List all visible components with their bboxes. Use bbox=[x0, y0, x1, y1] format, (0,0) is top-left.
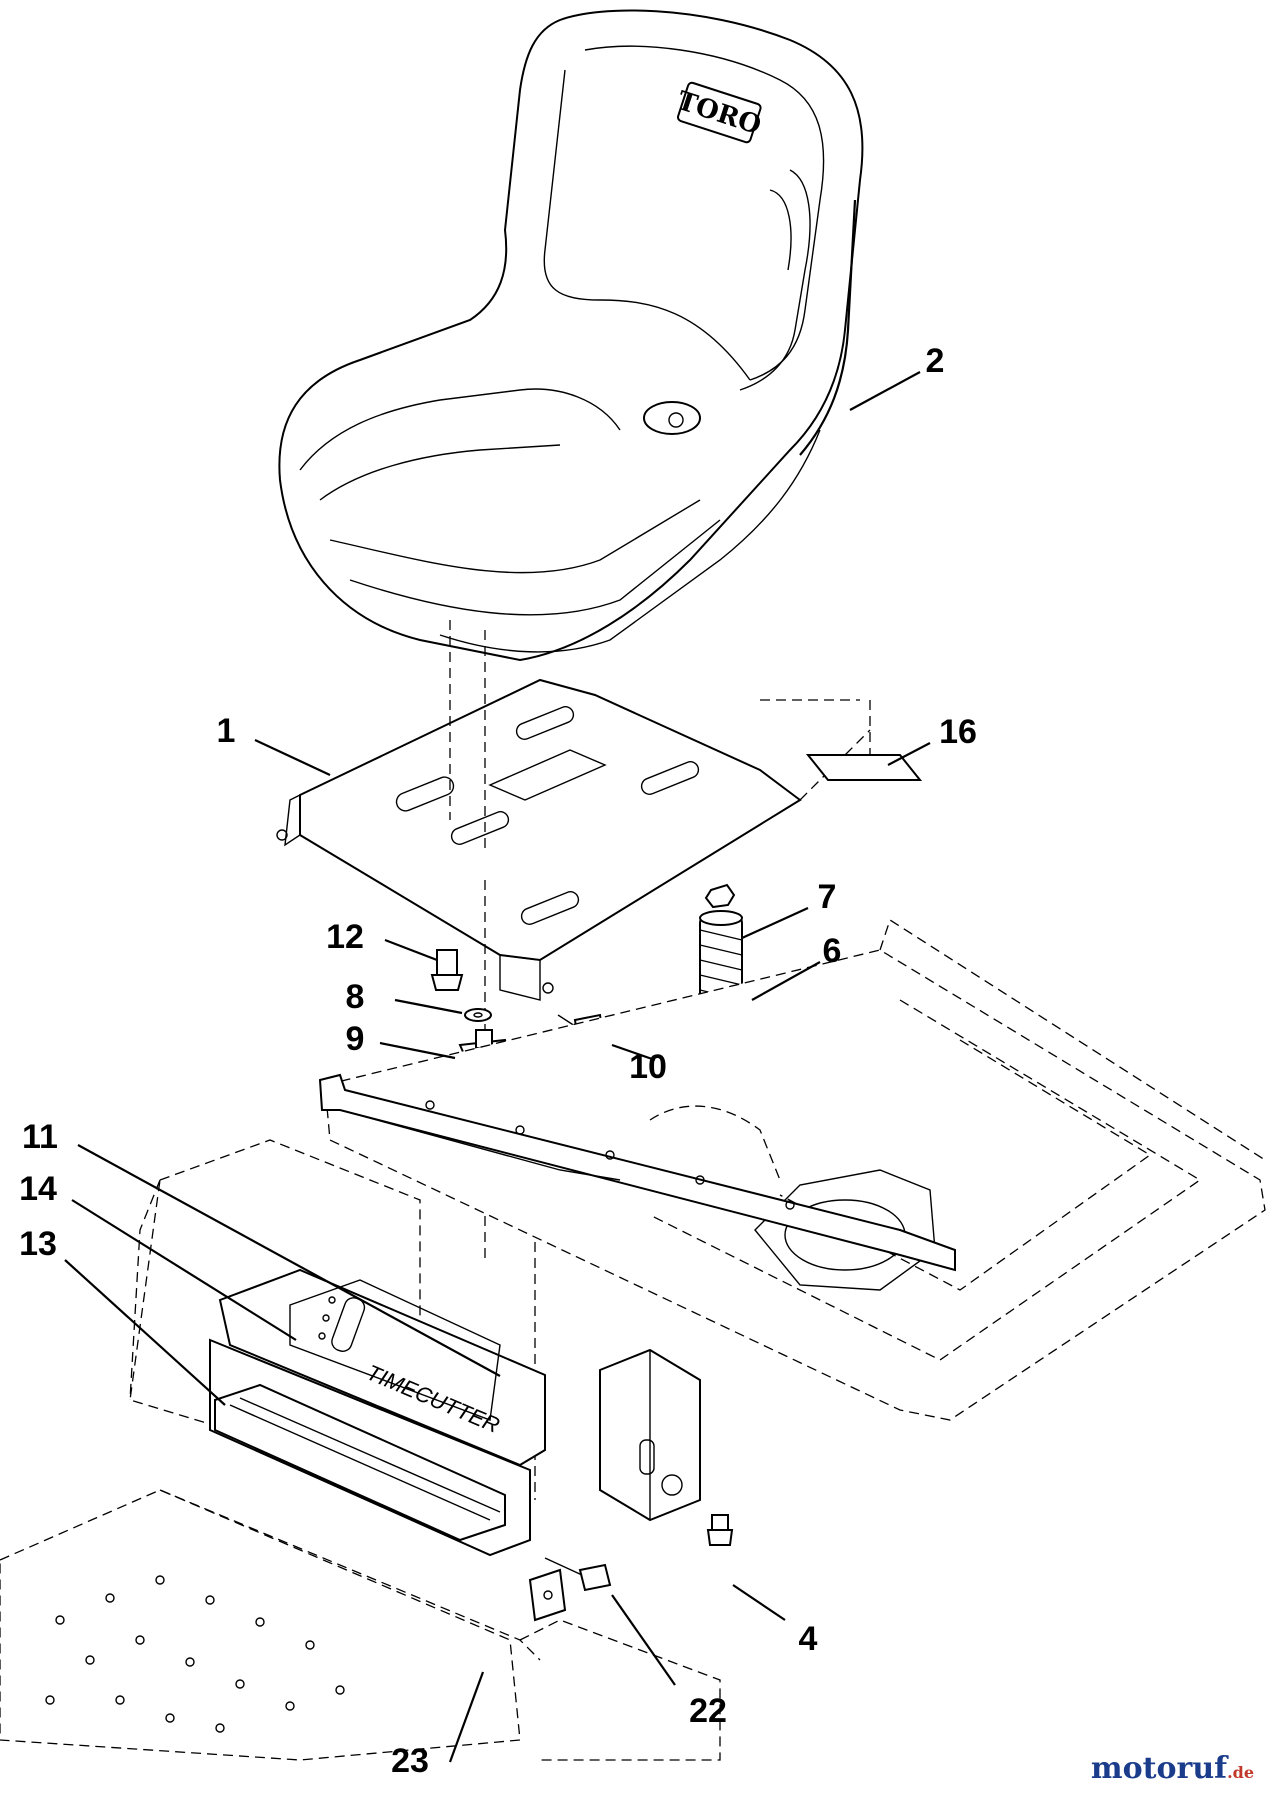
callout-10: 10 bbox=[611, 1043, 667, 1086]
callout-2: 2 bbox=[849, 342, 945, 411]
svg-text:22: 22 bbox=[689, 1692, 727, 1730]
svg-text:2: 2 bbox=[926, 342, 945, 380]
svg-text:12: 12 bbox=[326, 918, 364, 956]
callout-9: 9 bbox=[346, 1020, 456, 1060]
svg-text:8: 8 bbox=[346, 978, 365, 1016]
callout-13: 13 bbox=[19, 1225, 226, 1406]
svg-text:1: 1 bbox=[217, 712, 236, 750]
callout-11: 11 bbox=[22, 1118, 501, 1377]
seat: TORO bbox=[278, 9, 864, 662]
callout-7: 7 bbox=[741, 878, 837, 940]
callout-4: 4 bbox=[732, 1584, 818, 1658]
callout-12: 12 bbox=[326, 918, 438, 962]
svg-text:6: 6 bbox=[823, 932, 842, 970]
decal-16 bbox=[805, 754, 923, 781]
svg-text:16: 16 bbox=[939, 713, 977, 751]
svg-text:4: 4 bbox=[799, 1620, 818, 1658]
svg-text:13: 13 bbox=[19, 1225, 57, 1263]
callout-23: 23 bbox=[391, 1671, 485, 1780]
svg-text:9: 9 bbox=[346, 1020, 365, 1058]
svg-text:10: 10 bbox=[629, 1048, 667, 1086]
svg-text:7: 7 bbox=[818, 878, 837, 916]
callout-8: 8 bbox=[346, 978, 463, 1016]
callout-22: 22 bbox=[611, 1594, 727, 1730]
svg-text:11: 11 bbox=[22, 1118, 58, 1156]
callout-16: 16 bbox=[887, 713, 977, 766]
watermark-logo: motoruf.de bbox=[1090, 1751, 1254, 1786]
callout-6: 6 bbox=[751, 932, 842, 1001]
callout-1: 1 bbox=[217, 712, 331, 776]
svg-text:14: 14 bbox=[19, 1170, 57, 1208]
callouts: 1 2 4 6 7 8 9 10 bbox=[19, 342, 977, 1780]
callout-14: 14 bbox=[19, 1170, 297, 1341]
frame: TIMECUTTER bbox=[0, 919, 1266, 1761]
svg-text:23: 23 bbox=[391, 1742, 429, 1780]
